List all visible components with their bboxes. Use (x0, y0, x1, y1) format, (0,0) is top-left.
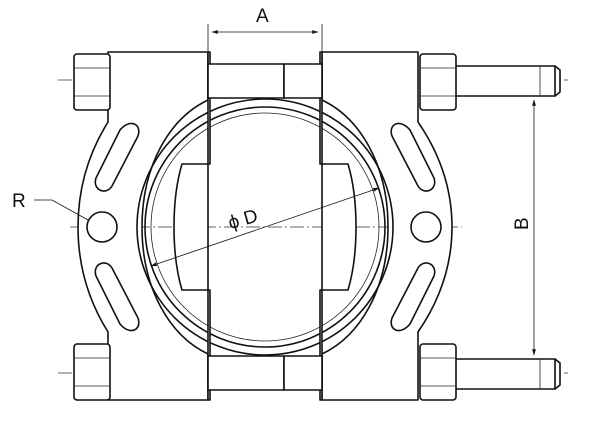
nut-bottom-left (73, 343, 111, 401)
right-slots (390, 122, 436, 332)
threaded-rod-top (454, 65, 561, 97)
dim-b-label: B (512, 217, 533, 230)
dimension-a: A (207, 6, 323, 62)
nut-top-left (73, 53, 111, 111)
right-ball (410, 211, 442, 243)
dim-d-label: ϕ D (226, 206, 260, 234)
dim-r-label: R (12, 191, 26, 212)
threaded-rod-bottom (454, 358, 561, 390)
nut-top-right (419, 53, 457, 111)
left-ball (86, 211, 118, 243)
dimension-b: B (512, 99, 536, 356)
nut-bottom-right (419, 343, 457, 401)
dimension-r: R (12, 191, 89, 221)
dim-a-label: A (256, 6, 269, 27)
left-slots (94, 122, 140, 332)
